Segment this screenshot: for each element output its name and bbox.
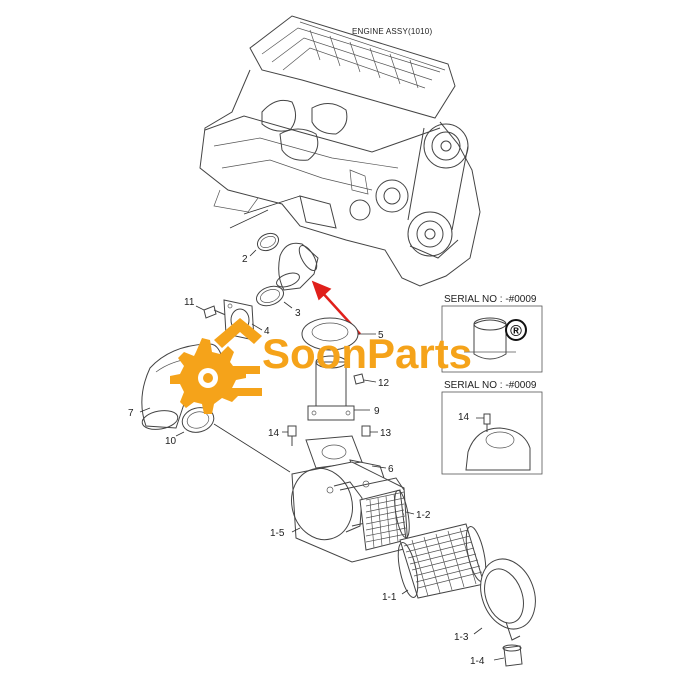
end-cap-part-1-3 (473, 558, 536, 641)
callout-14-inset: 14 (458, 412, 470, 423)
soonparts-logo: SoonParts ® (170, 318, 527, 414)
valve-part-1-4 (493, 644, 523, 667)
clamp-part-10 (175, 407, 215, 437)
callout-1-2: 1-2 (416, 510, 431, 521)
clamp-part-2 (249, 232, 280, 257)
sensor-part-14 (282, 425, 297, 446)
callout-3: 3 (295, 308, 301, 319)
brand-wordmark: SoonParts (262, 330, 472, 377)
intake-hose-upper (276, 242, 319, 291)
serial-panel-1 (441, 305, 543, 373)
registered-mark: ® (510, 323, 522, 340)
outer-filter-part-1-1 (397, 523, 487, 599)
callout-9: 9 (374, 406, 380, 417)
clamp-part-3 (255, 285, 293, 309)
callout-5: 5 (378, 330, 384, 341)
leader-elbow (213, 423, 291, 473)
boom-icon (214, 318, 262, 348)
callout-1-3: 1-3 (454, 632, 469, 643)
callout-11: 11 (184, 297, 195, 308)
callout-1-5: 1-5 (270, 528, 285, 539)
callout-12: 12 (378, 378, 390, 389)
callout-1-1: 1-1 (382, 592, 397, 603)
callout-4: 4 (264, 326, 270, 337)
engine-assy-title: ENGINE ASSY(1010) (352, 27, 432, 36)
callout-10: 10 (165, 436, 177, 447)
serial-label-1: SERIAL NO : -#0009 (444, 294, 537, 305)
bolt-part-12 (353, 373, 377, 385)
callout-14: 14 (268, 428, 280, 439)
callout-13: 13 (380, 428, 392, 439)
leader-engine-2 (229, 209, 269, 229)
callout-2: 2 (242, 254, 248, 265)
callout-6: 6 (388, 464, 394, 475)
serial-label-2: SERIAL NO : -#0009 (444, 380, 537, 391)
cover-part-5 (301, 317, 376, 351)
serial-panel-2 (441, 391, 543, 475)
registered-circle (505, 319, 527, 341)
leader-engine (243, 195, 301, 215)
bolt-part-11 (195, 305, 229, 319)
callout-7: 7 (128, 408, 134, 419)
engine-assembly (199, 15, 481, 287)
callout-1-4: 1-4 (470, 656, 485, 667)
bolt-part-13 (361, 425, 378, 437)
pipe-part-9 (307, 355, 370, 421)
inner-filter-part-1-2 (359, 489, 415, 551)
